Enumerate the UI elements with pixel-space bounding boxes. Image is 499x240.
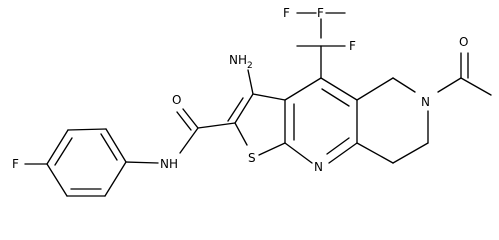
pyridine-ring [284, 77, 358, 164]
acetyl-oxygen-label: O [459, 35, 468, 49]
amide-nh-label: NH [160, 157, 178, 171]
aryl-fluorine-label: F [12, 157, 19, 171]
trifluoromethyl-group [296, 12, 346, 79]
molecule-canvas: F F F NH2 O O N NH S N F [12, 6, 492, 197]
fluorophenyl-ring [24, 128, 127, 197]
chemical-structure-diagram: F F F NH2 O O N NH S N F [12, 6, 492, 197]
tetrahydro-ring [356, 77, 429, 164]
acetyl-group [437, 52, 492, 96]
pyridine-nitrogen-label: N [314, 160, 323, 174]
ring-nitrogen-label: N [421, 95, 430, 109]
fluorine-label: F [349, 39, 356, 53]
thiophene-ring [227, 93, 295, 156]
amide-oxygen-label: O [172, 93, 181, 107]
sulfur-label: S [248, 151, 256, 165]
fluorine-label: F [283, 6, 290, 20]
amine-label: NH2 [229, 53, 253, 71]
amino-substituent [247, 69, 254, 95]
carboxamide-group [125, 108, 236, 164]
fluorine-label: F [317, 6, 324, 20]
